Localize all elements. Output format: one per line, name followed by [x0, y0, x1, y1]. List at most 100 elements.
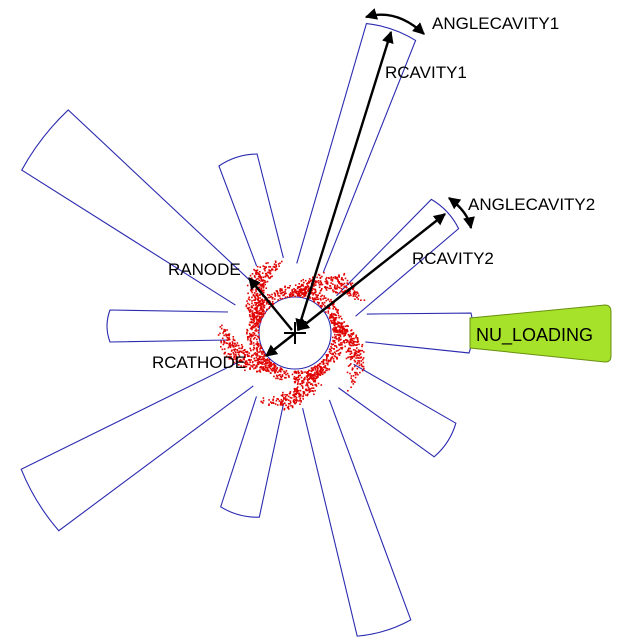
- particle: [349, 334, 351, 337]
- particle: [321, 367, 324, 369]
- particle: [325, 278, 327, 280]
- particle: [262, 279, 265, 281]
- particle: [359, 371, 361, 374]
- particle: [244, 355, 246, 358]
- particle: [281, 378, 283, 381]
- particle: [248, 323, 251, 326]
- particle: [353, 365, 356, 368]
- particle: [357, 292, 359, 294]
- particle: [307, 384, 309, 387]
- particle: [320, 361, 323, 363]
- particle: [318, 284, 321, 286]
- particle: [275, 264, 277, 266]
- particle: [263, 355, 265, 357]
- particle: [295, 379, 297, 381]
- particle: [272, 303, 275, 305]
- particle: [274, 372, 276, 374]
- particle: [258, 361, 260, 363]
- particle: [230, 350, 233, 352]
- particle: [277, 371, 279, 373]
- particle: [232, 342, 234, 344]
- particle: [335, 331, 338, 333]
- particle: [225, 333, 227, 336]
- particle: [300, 395, 302, 397]
- particle: [257, 305, 259, 307]
- particle: [255, 356, 258, 359]
- particle: [252, 324, 255, 327]
- particle: [245, 304, 248, 306]
- rcavity1-label: RCAVITY1: [385, 63, 467, 82]
- particle: [252, 319, 255, 321]
- particle: [293, 377, 295, 380]
- particle: [293, 398, 295, 401]
- particle: [284, 286, 286, 288]
- particle: [241, 345, 244, 348]
- particle: [263, 304, 265, 307]
- particle: [360, 360, 362, 362]
- particle: [275, 399, 278, 402]
- particle: [253, 315, 256, 318]
- particle: [259, 348, 261, 350]
- particle: [361, 349, 364, 352]
- particle: [267, 262, 269, 264]
- particle: [253, 334, 255, 336]
- particle: [273, 363, 276, 366]
- particle: [333, 340, 336, 342]
- particle: [328, 351, 331, 353]
- particle: [350, 336, 352, 338]
- particle: [254, 316, 256, 319]
- particle: [233, 353, 235, 355]
- particle: [302, 398, 304, 400]
- particle: [279, 292, 282, 294]
- particle: [309, 373, 312, 375]
- particle: [256, 348, 258, 351]
- particle: [259, 271, 261, 273]
- particle: [297, 380, 300, 382]
- particle: [250, 349, 252, 351]
- particle: [334, 345, 336, 347]
- cavity-outlines: [20, 22, 474, 637]
- particle: [313, 380, 315, 383]
- particle: [251, 354, 253, 357]
- particle: [337, 340, 340, 342]
- particle: [295, 391, 298, 393]
- particle: [254, 336, 256, 339]
- particle: [250, 305, 253, 307]
- particle: [322, 361, 325, 363]
- particle: [310, 374, 312, 377]
- particle: [291, 288, 294, 291]
- particle: [321, 372, 323, 374]
- particle: [298, 378, 301, 381]
- particle: [260, 351, 263, 354]
- particle: [283, 398, 285, 400]
- particle: [243, 358, 245, 361]
- particle: [253, 367, 255, 370]
- particle: [260, 280, 262, 282]
- particle: [253, 308, 256, 310]
- particle: [269, 306, 271, 308]
- particle: [238, 359, 241, 362]
- particle: [262, 361, 264, 364]
- particle: [295, 377, 298, 380]
- particle: [227, 353, 230, 355]
- particle: [268, 360, 271, 363]
- particle: [350, 377, 352, 379]
- particle: [285, 377, 287, 379]
- particle: [257, 345, 260, 348]
- particle: [334, 333, 336, 336]
- particle: [361, 343, 364, 346]
- particle: [336, 323, 339, 326]
- particle: [324, 366, 326, 369]
- particle: [358, 343, 360, 346]
- particle: [257, 359, 260, 361]
- particle: [255, 272, 257, 274]
- particle: [300, 384, 303, 387]
- particle: [314, 298, 317, 301]
- particle: [301, 385, 304, 388]
- particle: [358, 354, 361, 357]
- particle: [247, 292, 249, 295]
- particle: [301, 296, 304, 298]
- particle: [327, 360, 330, 362]
- particle: [282, 403, 284, 405]
- particle: [282, 294, 284, 297]
